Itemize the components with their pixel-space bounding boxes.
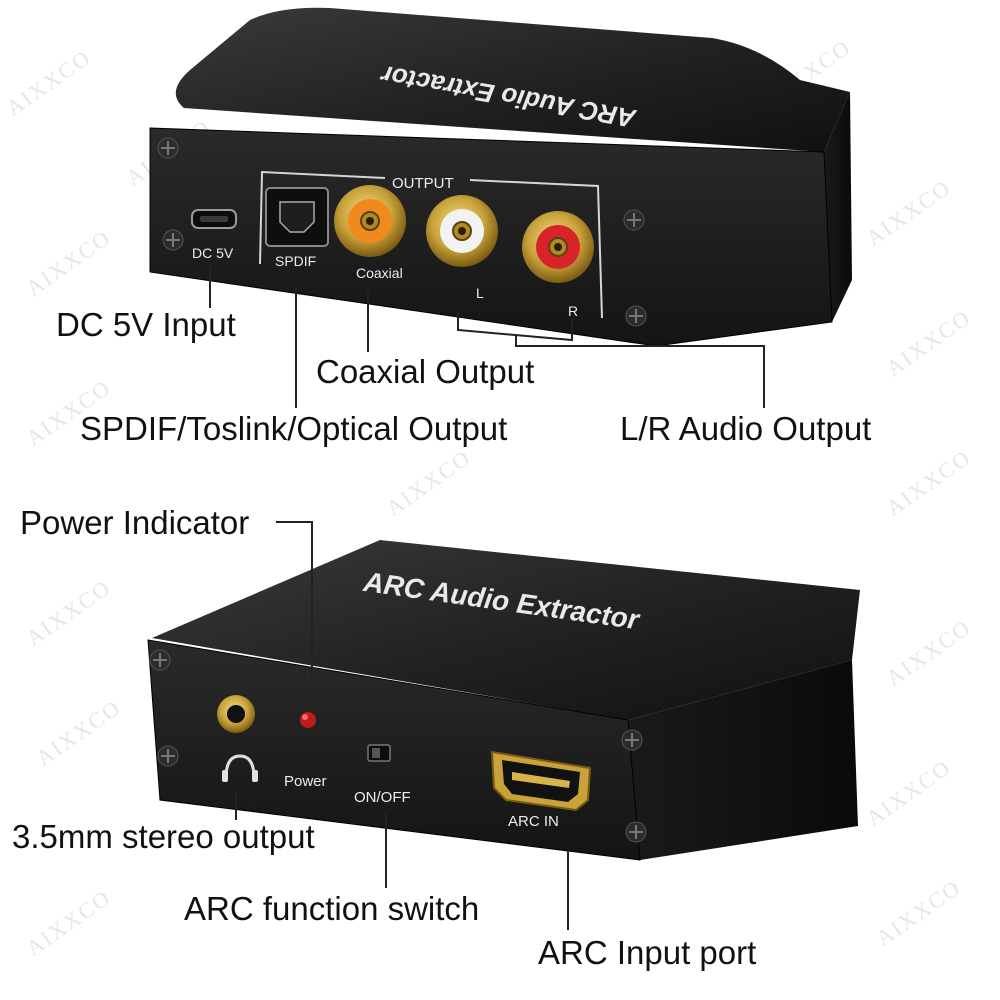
screw-icon xyxy=(157,745,179,767)
left-port-label: L xyxy=(476,285,484,301)
top-device-lid xyxy=(175,7,850,152)
right-port-label: R xyxy=(568,303,578,319)
optical-port xyxy=(265,187,329,247)
spdif-port-label: SPDIF xyxy=(275,253,316,269)
output-group-label: OUTPUT xyxy=(392,175,454,192)
right-rca-port xyxy=(522,211,594,283)
switch-label: ON/OFF xyxy=(354,789,411,806)
callout-dc-input: DC 5V Input xyxy=(56,306,236,343)
power-led-label: Power xyxy=(284,773,327,790)
dc-port-label: DC 5V xyxy=(192,245,234,261)
hdmi-port-label: ARC IN xyxy=(508,813,559,830)
callout-coaxial-output: Coaxial Output xyxy=(316,353,535,390)
screw-icon xyxy=(162,229,184,251)
callout-power-indicator: Power Indicator xyxy=(20,504,250,541)
headphone-jack xyxy=(217,695,255,733)
coaxial-rca-port xyxy=(334,185,406,257)
hdmi-arc-port xyxy=(490,750,592,812)
dc-power-port xyxy=(191,209,237,229)
top-device-side xyxy=(824,92,852,322)
bottom-device-front-panel xyxy=(147,639,641,861)
left-rca-port xyxy=(426,195,498,267)
callout-stereo-output: 3.5mm stereo output xyxy=(12,818,315,855)
top-leader-lines xyxy=(209,264,765,408)
bottom-device-side xyxy=(628,660,858,860)
top-device: ARC Audio Extractor DC 5V OUTPUT xyxy=(149,7,852,347)
headphone-icon xyxy=(222,754,258,782)
callout-optical-output: SPDIF/Toslink/Optical Output xyxy=(80,410,508,447)
screw-icon xyxy=(625,821,647,843)
callout-lr-output: L/R Audio Output xyxy=(620,410,872,447)
coaxial-port-label: Coaxial xyxy=(356,265,403,281)
callout-arc-switch: ARC function switch xyxy=(184,890,480,927)
output-group-frame xyxy=(259,170,603,319)
power-led xyxy=(300,712,316,728)
arc-switch xyxy=(367,744,391,762)
bottom-device-lid xyxy=(152,540,860,720)
screw-icon xyxy=(157,137,179,159)
callout-arc-input: ARC Input port xyxy=(538,934,757,971)
screw-icon xyxy=(625,305,647,327)
screw-icon xyxy=(621,729,643,751)
screw-icon xyxy=(623,209,645,231)
bottom-device: ARC Audio Extractor xyxy=(147,540,860,861)
bottom-leader-lines xyxy=(235,521,569,930)
screw-icon xyxy=(149,649,171,671)
